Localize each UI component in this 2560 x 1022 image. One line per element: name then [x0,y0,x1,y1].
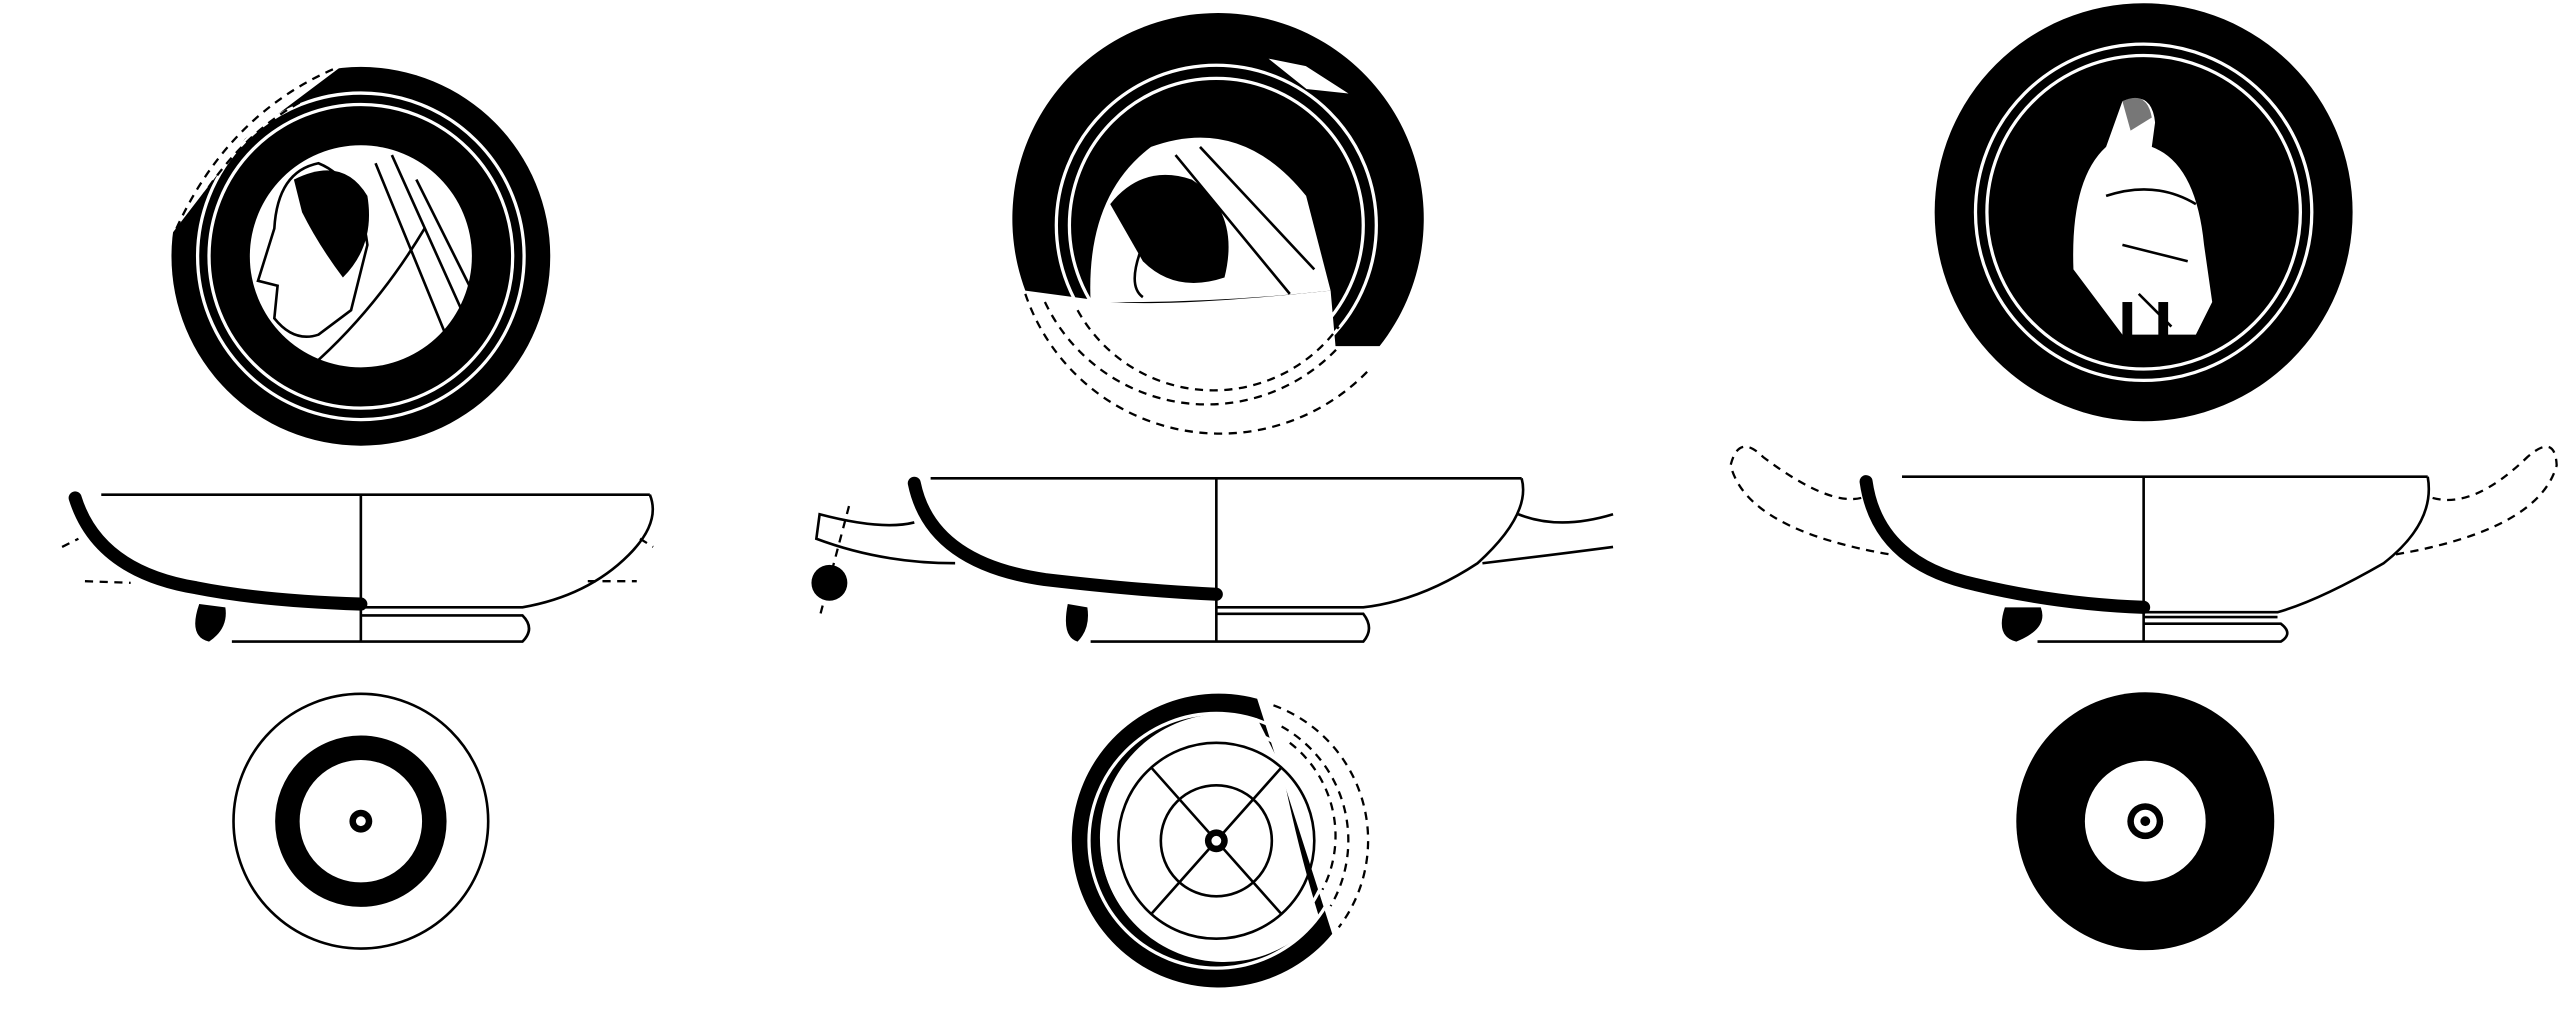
vessel-2-profile [811,476,1614,643]
vessel-2-foot [1071,693,1370,988]
vessel-3-profile [1729,445,2558,643]
vessel-1-tondo [163,65,551,446]
head-figure-icon [256,154,475,369]
vessel-3-foot [2016,692,2275,951]
vessel-1-foot [232,692,490,950]
seated-figure-icon [2073,97,2213,338]
vessel-1-profile [61,491,655,643]
vessel-2-tondo [1012,13,1424,435]
vessel-3-tondo [1934,3,2353,422]
